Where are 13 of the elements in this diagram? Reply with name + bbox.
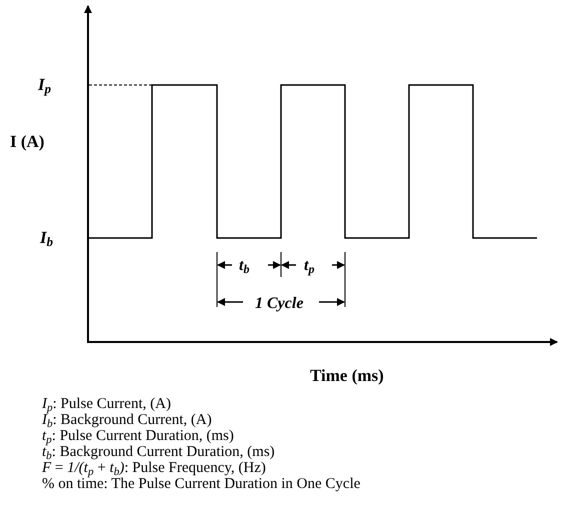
note-text: t$_{b}$: Background Current Duration, (ms) — [42, 444, 275, 462]
dimension-label: 1 Cycle — [255, 294, 304, 314]
note-text: % on time: The Pulse Current Duration in One Cycle — [42, 476, 360, 494]
level-label: I$_{b}$ — [40, 227, 53, 248]
note-text: I$_{p}$: Pulse Current, (A) — [42, 395, 171, 414]
note-text: F = 1/(t$_{p}$ + t$_{b}$): Pulse Frequency, (Hz) — [42, 460, 266, 478]
dimension-label: t$_{b}$ — [239, 256, 250, 276]
dimension-label: t$_{p}$ — [304, 256, 314, 276]
level-label: I$_{p}$ — [38, 74, 51, 96]
note-text: t$_{p}$: Pulse Current Duration, (ms) — [42, 428, 234, 446]
note-text: I$_{b}$: Background Current, (A) — [42, 412, 212, 430]
axis-label: Time (ms) — [310, 365, 384, 386]
axis-label: I (A) — [10, 131, 44, 152]
